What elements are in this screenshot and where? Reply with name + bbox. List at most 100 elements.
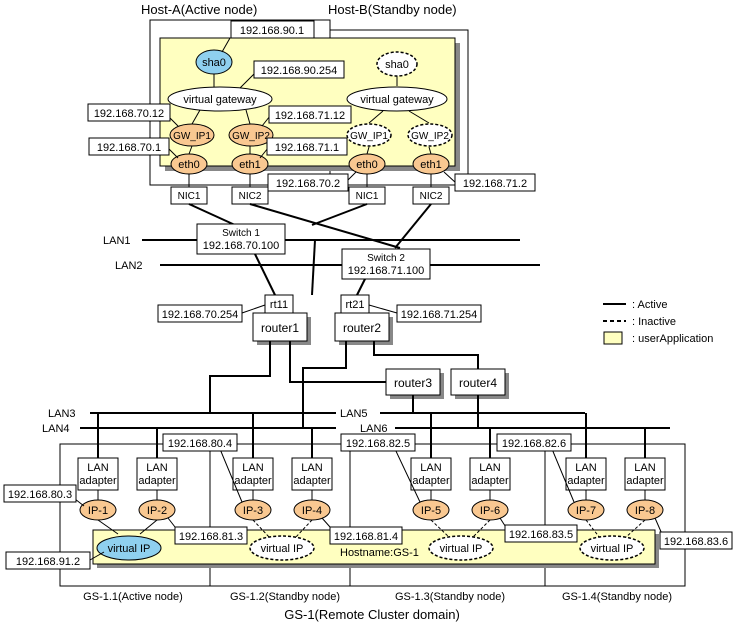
ip-80-4-text: 192.168.80.4 bbox=[168, 438, 232, 450]
ip-gw-ip2-box bbox=[268, 105, 352, 124]
host-b-eth0 bbox=[348, 153, 386, 175]
ip-eth0-b-text: 192.168.70.2 bbox=[276, 178, 340, 190]
lan-adapter-2-l1: LAN bbox=[146, 462, 167, 474]
lan-adapter-4 bbox=[291, 457, 333, 491]
ip-82-6-text: 192.168.82.6 bbox=[502, 438, 566, 450]
router-links bbox=[209, 341, 479, 428]
ip-virtual-links-inactive bbox=[252, 519, 646, 539]
ip-eth0-a-box bbox=[88, 137, 170, 156]
gs14-label: GS-1.4(Standby node) bbox=[562, 591, 672, 603]
gs11-label: GS-1.1(Active node) bbox=[83, 591, 183, 603]
lan-adapter-6-l1: LAN bbox=[479, 462, 500, 474]
host-b-title: Host-B(Standby node) bbox=[328, 2, 457, 17]
rt11-box bbox=[264, 294, 294, 314]
virtual-ip-gs14 bbox=[579, 535, 645, 561]
ip-8-label: IP-8 bbox=[635, 505, 655, 517]
ip-7-label: IP-7 bbox=[576, 505, 596, 517]
ip-1-label: IP-1 bbox=[88, 505, 108, 517]
host-a-links bbox=[188, 74, 251, 187]
router3-label: router3 bbox=[394, 376, 432, 390]
host-a-nic2-label: NIC2 bbox=[239, 191, 262, 202]
ip-81-3-text: 192.168.81.3 bbox=[179, 531, 243, 543]
host-b-gw-ip2 bbox=[407, 123, 453, 147]
ip-82-5-text: 192.168.82.5 bbox=[346, 438, 410, 450]
router4-label: router4 bbox=[459, 376, 497, 390]
switch2-name: Switch 2 bbox=[367, 253, 405, 264]
ip-83-6-box bbox=[659, 531, 733, 550]
host-b-virtual-gateway bbox=[346, 86, 448, 112]
ip-eth0-b-box bbox=[267, 173, 349, 192]
ip-virtual-text: 192.168.91.2 bbox=[16, 556, 80, 568]
switch1 bbox=[196, 223, 286, 255]
ip-82-6-box bbox=[496, 433, 572, 452]
router2 bbox=[334, 312, 390, 342]
gs13-label: GS-1.3(Standby node) bbox=[395, 591, 505, 603]
host-a-gw-ip2 bbox=[228, 123, 274, 147]
ip-gw-ip1-text: 192.168.70.12 bbox=[94, 108, 164, 120]
legend-user-app-swatch bbox=[603, 331, 623, 345]
host-b-sha0-node bbox=[376, 51, 418, 77]
virtual-ip-gs12 bbox=[249, 535, 315, 561]
ip-eth1-b-box bbox=[454, 173, 536, 192]
host-a-nic1-label: NIC1 bbox=[178, 191, 201, 202]
ip-gateway-text: 192.168.90.254 bbox=[261, 65, 337, 77]
ip-7-node bbox=[567, 499, 605, 521]
host-a-eth1-label: eth1 bbox=[239, 159, 260, 171]
rt21-ip-text: 192.168.71.254 bbox=[401, 309, 477, 321]
lan-adapter-7-l2: adapter bbox=[567, 475, 605, 487]
switch1-ip: 192.168.70.100 bbox=[203, 240, 279, 252]
host-b-gw-ip2-label: GW_IP2 bbox=[411, 131, 449, 142]
adapter-ip-links bbox=[97, 490, 646, 500]
lan-adapter-1 bbox=[77, 457, 119, 491]
ip-3-node bbox=[234, 499, 272, 521]
router3 bbox=[385, 368, 441, 396]
ip-4-node bbox=[293, 499, 331, 521]
ip-gw-ip1-box bbox=[87, 103, 171, 122]
lan-adapter-5-l1: LAN bbox=[420, 462, 441, 474]
lan-adapter-5-l2: adapter bbox=[412, 475, 450, 487]
rt11-label: rt11 bbox=[270, 299, 288, 311]
host-b-links bbox=[366, 76, 432, 187]
ip-1-node bbox=[79, 499, 117, 521]
lan-adapter-3-l1: LAN bbox=[242, 462, 263, 474]
host-a-virtual-gateway-label: virtual gateway bbox=[183, 94, 257, 106]
host-b-gw-ip1 bbox=[346, 123, 392, 147]
lan5-label: LAN5 bbox=[340, 408, 368, 420]
ip-83-6-text: 192.168.83.6 bbox=[664, 536, 728, 548]
host-b-nic2-label: NIC2 bbox=[420, 191, 443, 202]
ip-eth1-a-box bbox=[266, 137, 348, 156]
ip-83-5-box bbox=[504, 524, 578, 543]
rt11-ip-leader bbox=[241, 304, 266, 314]
host-a-virtual-gateway bbox=[167, 86, 273, 112]
lan-adapter-4-l2: adapter bbox=[293, 475, 331, 487]
ip-virtual-links-active bbox=[97, 519, 158, 535]
lan-adapter-5 bbox=[410, 457, 452, 491]
lan-adapter-1-l2: adapter bbox=[79, 475, 117, 487]
host-a-eth0-label: eth0 bbox=[178, 159, 199, 171]
virtual-ip-gs13-label: virtual IP bbox=[440, 543, 483, 555]
rt21-box bbox=[340, 294, 370, 314]
lan-adapter-8 bbox=[624, 457, 666, 491]
adapter-lan-links bbox=[97, 413, 646, 458]
ip-82-5-box bbox=[340, 433, 416, 452]
host-a-gw-ip1-label: GW_IP1 bbox=[173, 131, 211, 142]
ip-81-4-box bbox=[329, 526, 403, 545]
host-a-title: Host-A(Active node) bbox=[141, 2, 257, 17]
host-b-virtual-gateway-label: virtual gateway bbox=[360, 94, 434, 106]
host-a-gw-ip2-label: GW_IP2 bbox=[232, 131, 270, 142]
ip-2-node bbox=[138, 499, 176, 521]
ip-83-5-text: 192.168.83.5 bbox=[509, 529, 573, 541]
ip-8-node bbox=[626, 499, 664, 521]
ip-eth1-a-text: 192.168.71.1 bbox=[275, 142, 339, 154]
rt21-ip-leader bbox=[368, 304, 398, 314]
rt21-label: rt21 bbox=[346, 299, 365, 311]
rt21-ip-box bbox=[396, 304, 482, 323]
lan-adapter-1-l1: LAN bbox=[87, 462, 108, 474]
ip-gw-ip2-text: 192.168.71.12 bbox=[275, 110, 345, 122]
host-a-sha0-node bbox=[195, 49, 233, 75]
host-b-eth0-label: eth0 bbox=[356, 159, 377, 171]
ip-80-3-text: 192.168.80.3 bbox=[8, 489, 72, 501]
lan-adapters: LAN adapter LAN adapter LAN adapter LAN … bbox=[77, 457, 666, 491]
switch2 bbox=[341, 248, 431, 280]
ip-eth0-a-text: 192.168.70.1 bbox=[97, 142, 161, 154]
